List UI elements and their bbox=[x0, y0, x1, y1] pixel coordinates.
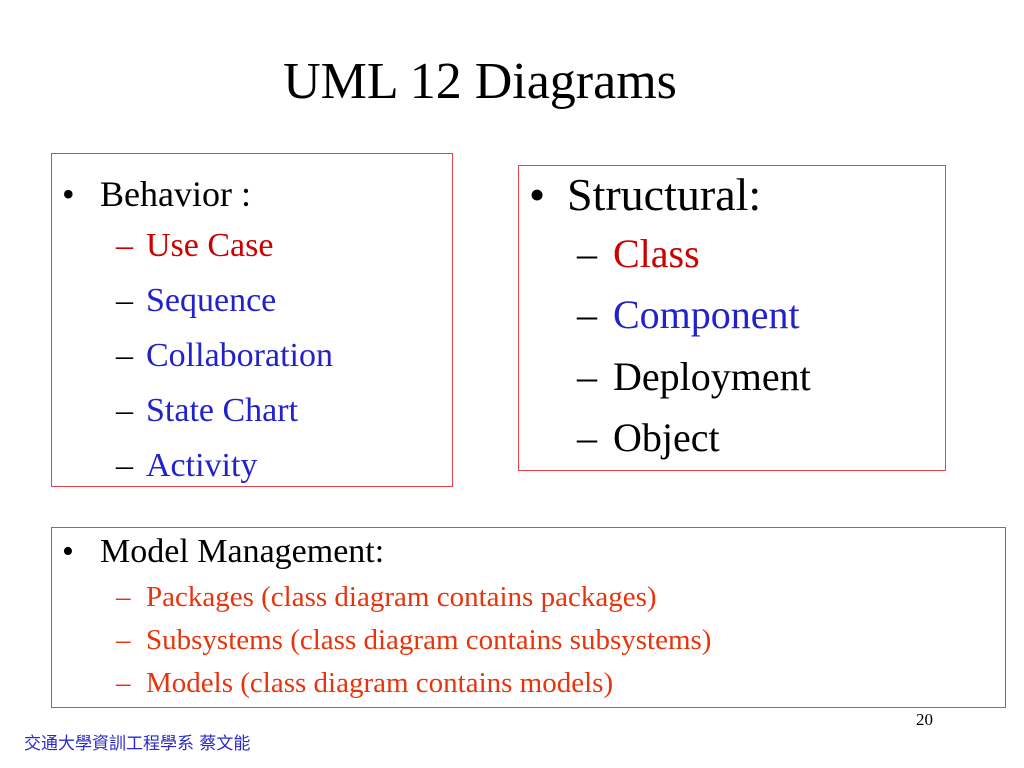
behavior-item-sequence: – Sequence bbox=[116, 281, 276, 321]
structural-heading-text: Structural: bbox=[567, 169, 762, 220]
dash-icon: – bbox=[116, 581, 131, 613]
dash-icon: – bbox=[116, 667, 131, 699]
dash-icon: – bbox=[577, 354, 597, 399]
dash-icon: – bbox=[116, 624, 131, 656]
footer-text: 交通大學資訓工程學系 蔡文能 bbox=[24, 734, 251, 754]
structural-item-object: – Object bbox=[577, 413, 720, 463]
model-item-subsystems: – Subsystems (class diagram contains sub… bbox=[116, 623, 711, 657]
dash-icon: – bbox=[577, 292, 597, 337]
dash-icon: – bbox=[577, 415, 597, 460]
dash-icon: – bbox=[116, 227, 133, 264]
structural-heading: • Structural: bbox=[529, 168, 761, 222]
dash-icon: – bbox=[116, 337, 133, 374]
behavior-item-label: State Chart bbox=[146, 392, 299, 429]
model-management-heading: • Model Management: bbox=[62, 532, 384, 572]
model-item-label: Packages (class diagram contains package… bbox=[146, 581, 657, 613]
model-item-packages: – Packages (class diagram contains packa… bbox=[116, 580, 657, 614]
dash-icon: – bbox=[116, 282, 133, 319]
behavior-heading-text: Behavior : bbox=[100, 174, 251, 214]
behavior-item-label: Collaboration bbox=[146, 337, 333, 374]
bullet-icon: • bbox=[62, 533, 74, 570]
structural-item-label: Deployment bbox=[613, 354, 811, 399]
behavior-item-activity: – Activity bbox=[116, 446, 257, 486]
dash-icon: – bbox=[577, 231, 597, 276]
structural-item-class: – Class bbox=[577, 229, 700, 279]
structural-box: • Structural: – Class – Component – Depl… bbox=[518, 165, 946, 471]
model-management-box: • Model Management: – Packages (class di… bbox=[51, 527, 1006, 708]
dash-icon: – bbox=[116, 447, 133, 484]
model-item-label: Models (class diagram contains models) bbox=[146, 667, 614, 699]
structural-item-component: – Component bbox=[577, 290, 800, 340]
bullet-icon: • bbox=[529, 169, 546, 220]
behavior-box: • Behavior : – Use Case – Sequence – Col… bbox=[51, 153, 453, 487]
model-item-label: Subsystems (class diagram contains subsy… bbox=[146, 624, 712, 656]
behavior-item-label: Use Case bbox=[146, 227, 274, 264]
behavior-item-collaboration: – Collaboration bbox=[116, 336, 333, 376]
behavior-item-use-case: – Use Case bbox=[116, 226, 273, 266]
structural-item-label: Object bbox=[613, 415, 720, 460]
structural-item-label: Component bbox=[613, 292, 800, 337]
structural-item-label: Class bbox=[613, 231, 700, 276]
model-management-heading-text: Model Management: bbox=[100, 533, 385, 570]
behavior-item-state-chart: – State Chart bbox=[116, 391, 298, 431]
slide-title: UML 12 Diagrams bbox=[283, 53, 677, 110]
behavior-item-label: Activity bbox=[146, 447, 258, 484]
page-number: 20 bbox=[916, 710, 933, 729]
structural-item-deployment: – Deployment bbox=[577, 352, 811, 402]
behavior-item-label: Sequence bbox=[146, 282, 277, 319]
dash-icon: – bbox=[116, 392, 133, 429]
model-item-models: – Models (class diagram contains models) bbox=[116, 666, 613, 700]
bullet-icon: • bbox=[62, 174, 75, 214]
behavior-heading: • Behavior : bbox=[62, 172, 251, 216]
